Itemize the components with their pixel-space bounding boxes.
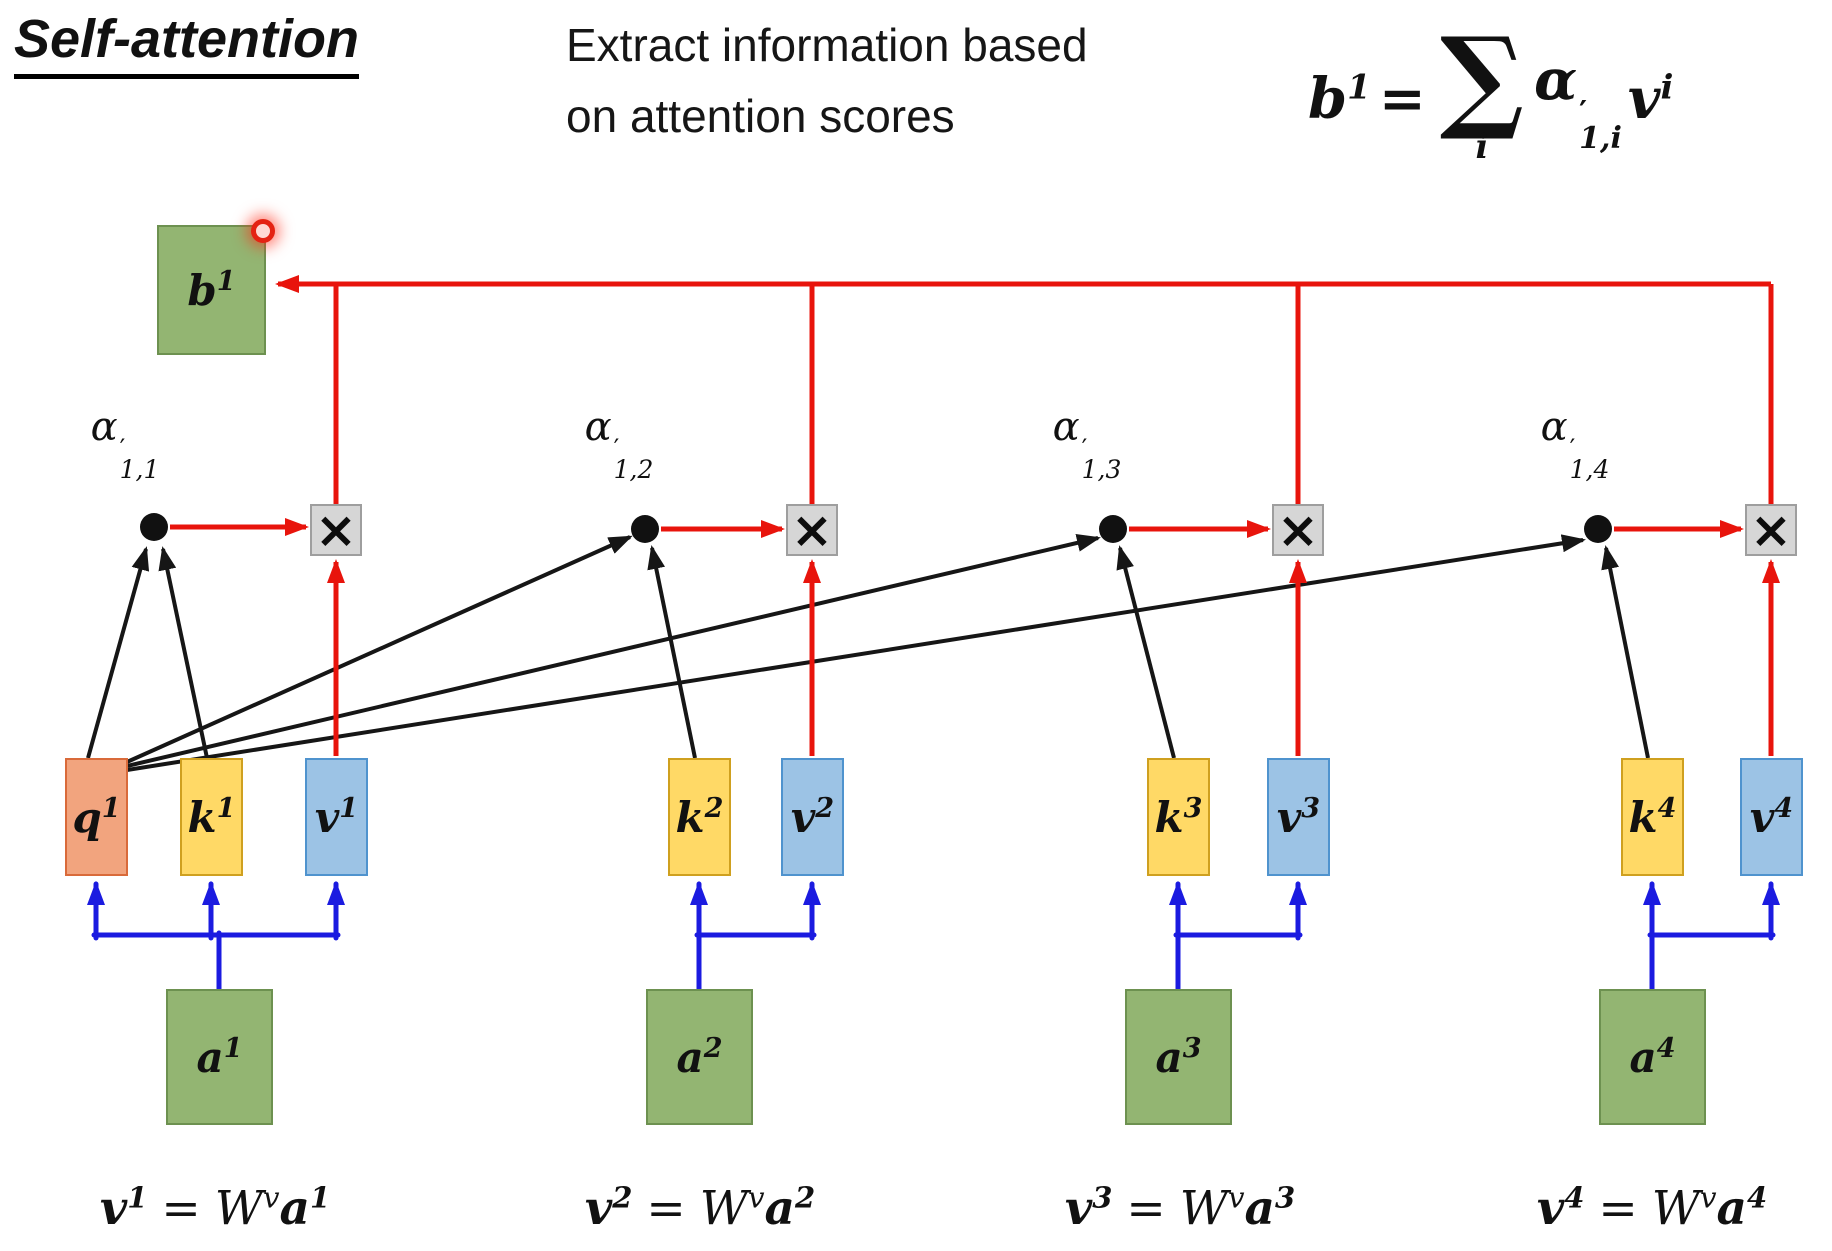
node-b1: b1: [157, 225, 266, 355]
attention-dot-1: [140, 513, 168, 541]
formula-v-term: vi: [1627, 65, 1674, 132]
input-wires: [87, 881, 1780, 992]
k3-to-dot3-arrow: [1116, 545, 1176, 759]
multiply-icon: ×: [1277, 501, 1319, 559]
node-v3: v3: [1267, 758, 1330, 876]
slide-title: Self-attention: [14, 8, 359, 79]
multiply-icon: ×: [791, 501, 833, 559]
node-a4: a4: [1599, 989, 1706, 1125]
node-k3: k3: [1147, 758, 1210, 876]
attention-score-lines: [86, 534, 1650, 772]
multiply-node-4: ×: [1745, 504, 1797, 556]
q1-to-dot4-arrow: [126, 534, 1586, 772]
attention-dot-2: [631, 515, 659, 543]
alpha-label-1-2: α′1,2: [584, 404, 654, 485]
k2-to-dot2-arrow: [647, 545, 697, 759]
node-q1: q1: [65, 758, 128, 876]
k4-to-dot4-arrow: [1601, 545, 1650, 759]
subtitle-line-1: Extract information based: [566, 19, 1088, 71]
k1-to-dot1-arrow: [158, 546, 209, 759]
alpha-label-1-4: α′1,4: [1540, 404, 1610, 485]
node-a2: a2: [646, 989, 753, 1125]
laser-pointer-dot: [251, 219, 275, 243]
attention-dot-3: [1099, 515, 1127, 543]
node-b1-label: b1: [187, 265, 236, 315]
node-v4: v4: [1740, 758, 1803, 876]
q1-to-dot2-arrow: [126, 535, 633, 764]
node-v1: v1: [305, 758, 368, 876]
multiply-icon: ×: [1750, 501, 1792, 559]
formula-equals: =: [1378, 65, 1426, 132]
attention-dot-4: [1584, 515, 1612, 543]
q1-to-dot1-arrow: [86, 546, 150, 759]
node-k1: k1: [180, 758, 243, 876]
alpha-label-1-1: α′1,1: [90, 404, 160, 485]
slide-subtitle: Extract information based on attention s…: [566, 10, 1088, 153]
subtitle-line-2: on attention scores: [566, 90, 955, 143]
summation-symbol: ∑ i: [1439, 13, 1525, 167]
node-v2: v2: [781, 758, 844, 876]
node-a3: a3: [1125, 989, 1232, 1125]
equation-v1: v1=Wva1: [99, 1180, 331, 1236]
equation-v4: v4=Wva4: [1536, 1180, 1768, 1236]
equation-v2: v2=Wva2: [584, 1180, 816, 1236]
node-k2: k2: [668, 758, 731, 876]
attention-dots: [140, 513, 1612, 543]
output-wires: [170, 275, 1780, 756]
multiply-node-2: ×: [786, 504, 838, 556]
formula-alpha-term: α′1,i: [1534, 46, 1622, 156]
alpha-label-1-3: α′1,3: [1052, 404, 1122, 485]
node-k4: k4: [1621, 758, 1684, 876]
multiply-node-3: ×: [1272, 504, 1324, 556]
q1-to-dot3-arrow: [126, 534, 1101, 768]
multiply-node-1: ×: [310, 504, 362, 556]
multiply-icon: ×: [315, 501, 357, 559]
node-a1: a1: [166, 989, 273, 1125]
output-formula: b1 = ∑ i α′1,i vi: [1308, 13, 1674, 167]
formula-lhs: b1: [1308, 65, 1371, 132]
equation-v3: v3=Wva3: [1064, 1180, 1296, 1236]
